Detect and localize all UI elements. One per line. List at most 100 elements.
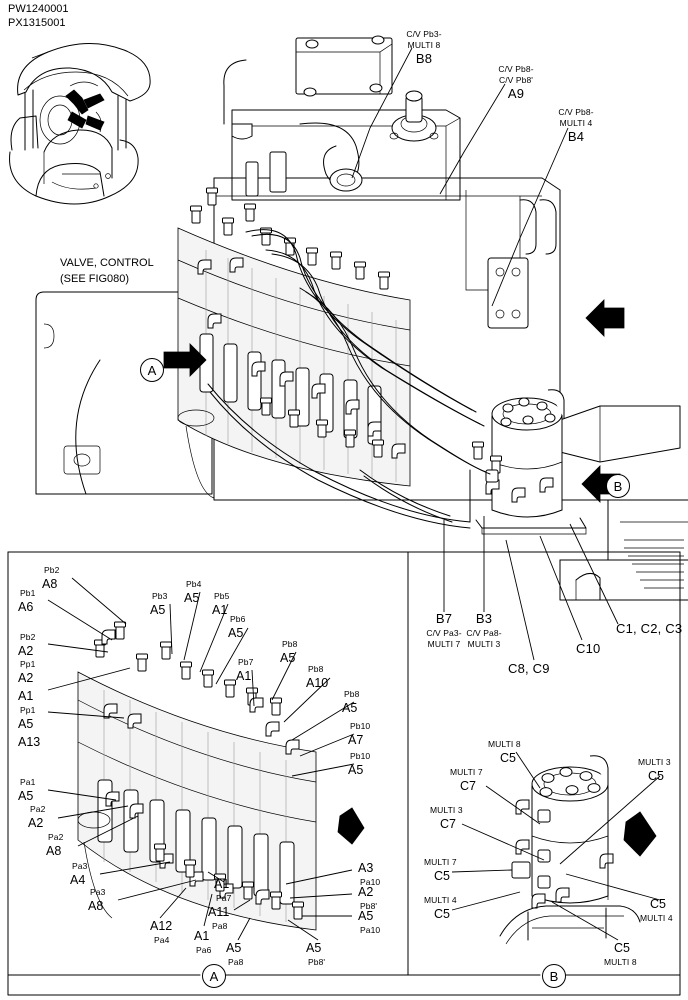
- callout-code: A10: [306, 676, 329, 690]
- callout-code: C5: [434, 907, 450, 921]
- callout-port: MULTI 4: [640, 913, 673, 923]
- callout-port: Pb8: [308, 664, 324, 674]
- view-marker-a[interactable]: A: [140, 358, 164, 382]
- callout-code: A8: [88, 899, 104, 913]
- callout-code: C5: [650, 897, 666, 911]
- callout-code: C5: [614, 941, 630, 955]
- main-callout-c1-c2-c3: C1, C2, C3: [616, 621, 683, 636]
- callout-code: C5: [500, 751, 516, 765]
- callout-port: Pp1: [20, 659, 36, 669]
- callout-code: A5: [18, 789, 34, 803]
- hydraulic-hoses: [207, 229, 491, 529]
- detail-a-leader-lines: [47, 577, 365, 941]
- callout-code: C7: [460, 779, 476, 793]
- callout-code: A6: [18, 600, 34, 614]
- callout-port: Pb8: [344, 689, 360, 699]
- callout-code: B8: [415, 51, 433, 66]
- main-assembly-view: [35, 35, 688, 601]
- detail-a-callout-a13: A13: [18, 735, 41, 749]
- callout-code: A1: [212, 603, 228, 617]
- callout-port: Pa2: [30, 804, 46, 814]
- control-valve-bank: [177, 187, 411, 499]
- callout-sub2: MULTI 4: [559, 118, 593, 128]
- callout-sub1: C/V Pb3-: [406, 29, 442, 39]
- callout-port: Pb8': [308, 957, 326, 967]
- model-code-2: PX1315001: [8, 17, 66, 29]
- callout-sub2: MULTI 3: [467, 639, 501, 649]
- callout-code: A11: [208, 905, 230, 919]
- callout-sub1: C/V Pa3-: [426, 628, 462, 638]
- callout-sub2: MULTI 7: [427, 639, 461, 649]
- callout-code: A2: [28, 816, 44, 830]
- callout-code: B4: [567, 129, 585, 144]
- callout-code: A7: [348, 733, 364, 747]
- callout-port: Pa8: [212, 921, 228, 931]
- model-code-1: PW1240001: [8, 3, 69, 15]
- sheet-dividers: [7, 551, 681, 996]
- callout-port: Pb8': [360, 901, 378, 911]
- callout-port: Pb8: [282, 639, 298, 649]
- callout-code: A2: [18, 671, 34, 685]
- callout-code: B3: [475, 611, 493, 626]
- callout-port: Pb7: [238, 657, 254, 667]
- callout-port: Pa3: [90, 887, 106, 897]
- valve-control-note-line2: (SEE FIG080): [60, 273, 130, 285]
- main-leader-lines: [351, 47, 619, 661]
- callout-port: Pp1: [20, 705, 36, 715]
- callout-code: A2: [18, 644, 34, 658]
- callout-code: A5: [184, 591, 200, 605]
- callout-port: Pb5: [214, 591, 230, 601]
- detail-b-leader-lines: [451, 751, 661, 941]
- callout-port: Pb3: [152, 591, 168, 601]
- valve-control-note-line1: VALVE, CONTROL: [60, 257, 154, 269]
- callout-code: A1: [194, 929, 210, 943]
- callout-code: A5: [348, 763, 364, 777]
- callout-code: A12: [150, 919, 173, 933]
- main-callout-c8-c9: C8, C9: [508, 661, 550, 676]
- callout-code: A5: [228, 626, 244, 640]
- callout-code: A5: [306, 941, 322, 955]
- callout-code: A4: [70, 873, 86, 887]
- callout-port: Pa3: [72, 861, 88, 871]
- callout-port: Pb10: [350, 751, 371, 761]
- callout-code: A5: [18, 717, 34, 731]
- callout-code: A9: [507, 86, 525, 101]
- callout-port: Pa8: [228, 957, 244, 967]
- callout-sub2: MULTI 8: [407, 40, 441, 50]
- callout-code: A1: [236, 669, 252, 683]
- callout-code: A5: [226, 941, 242, 955]
- callout-code: A5: [280, 651, 296, 665]
- swivel-joint: [469, 389, 587, 535]
- callout-port: MULTI 7: [424, 857, 457, 867]
- callout-sub2: C/V Pb8': [498, 75, 534, 85]
- detail-a-valve-bank: [77, 621, 317, 931]
- callout-sub1: C/V Pb8-: [498, 64, 534, 74]
- footer-marker-b[interactable]: B: [542, 964, 566, 988]
- callout-code: C5: [648, 769, 664, 783]
- callout-port: Pa7: [216, 893, 232, 903]
- callout-code: A2: [358, 885, 374, 899]
- view-marker-b[interactable]: B: [606, 474, 630, 498]
- callout-port: MULTI 3: [638, 757, 671, 767]
- callout-port: MULTI 8: [488, 739, 521, 749]
- callout-port: Pa4: [154, 935, 170, 945]
- callout-code: A5: [358, 909, 374, 923]
- footer-marker-a[interactable]: A: [202, 964, 226, 988]
- callout-port: Pb1: [20, 588, 36, 598]
- callout-port: Pa2: [48, 832, 64, 842]
- callout-port: MULTI 7: [450, 767, 483, 777]
- detail-a-callout-a1: A1: [18, 689, 34, 703]
- callout-sub1: C/V Pb8-: [558, 107, 594, 117]
- callout-port: MULTI 3: [430, 805, 463, 815]
- callout-code: A8: [42, 577, 58, 591]
- callout-port: Pb6: [230, 614, 246, 624]
- callout-port: Pa10: [360, 877, 381, 887]
- callout-port: Pa6: [196, 945, 212, 955]
- callout-code: A1: [214, 877, 230, 891]
- callout-sub1: C/V Pa8-: [466, 628, 502, 638]
- callout-code: C5: [434, 869, 450, 883]
- callout-code: A8: [46, 844, 62, 858]
- callout-port: Pb2: [20, 632, 36, 642]
